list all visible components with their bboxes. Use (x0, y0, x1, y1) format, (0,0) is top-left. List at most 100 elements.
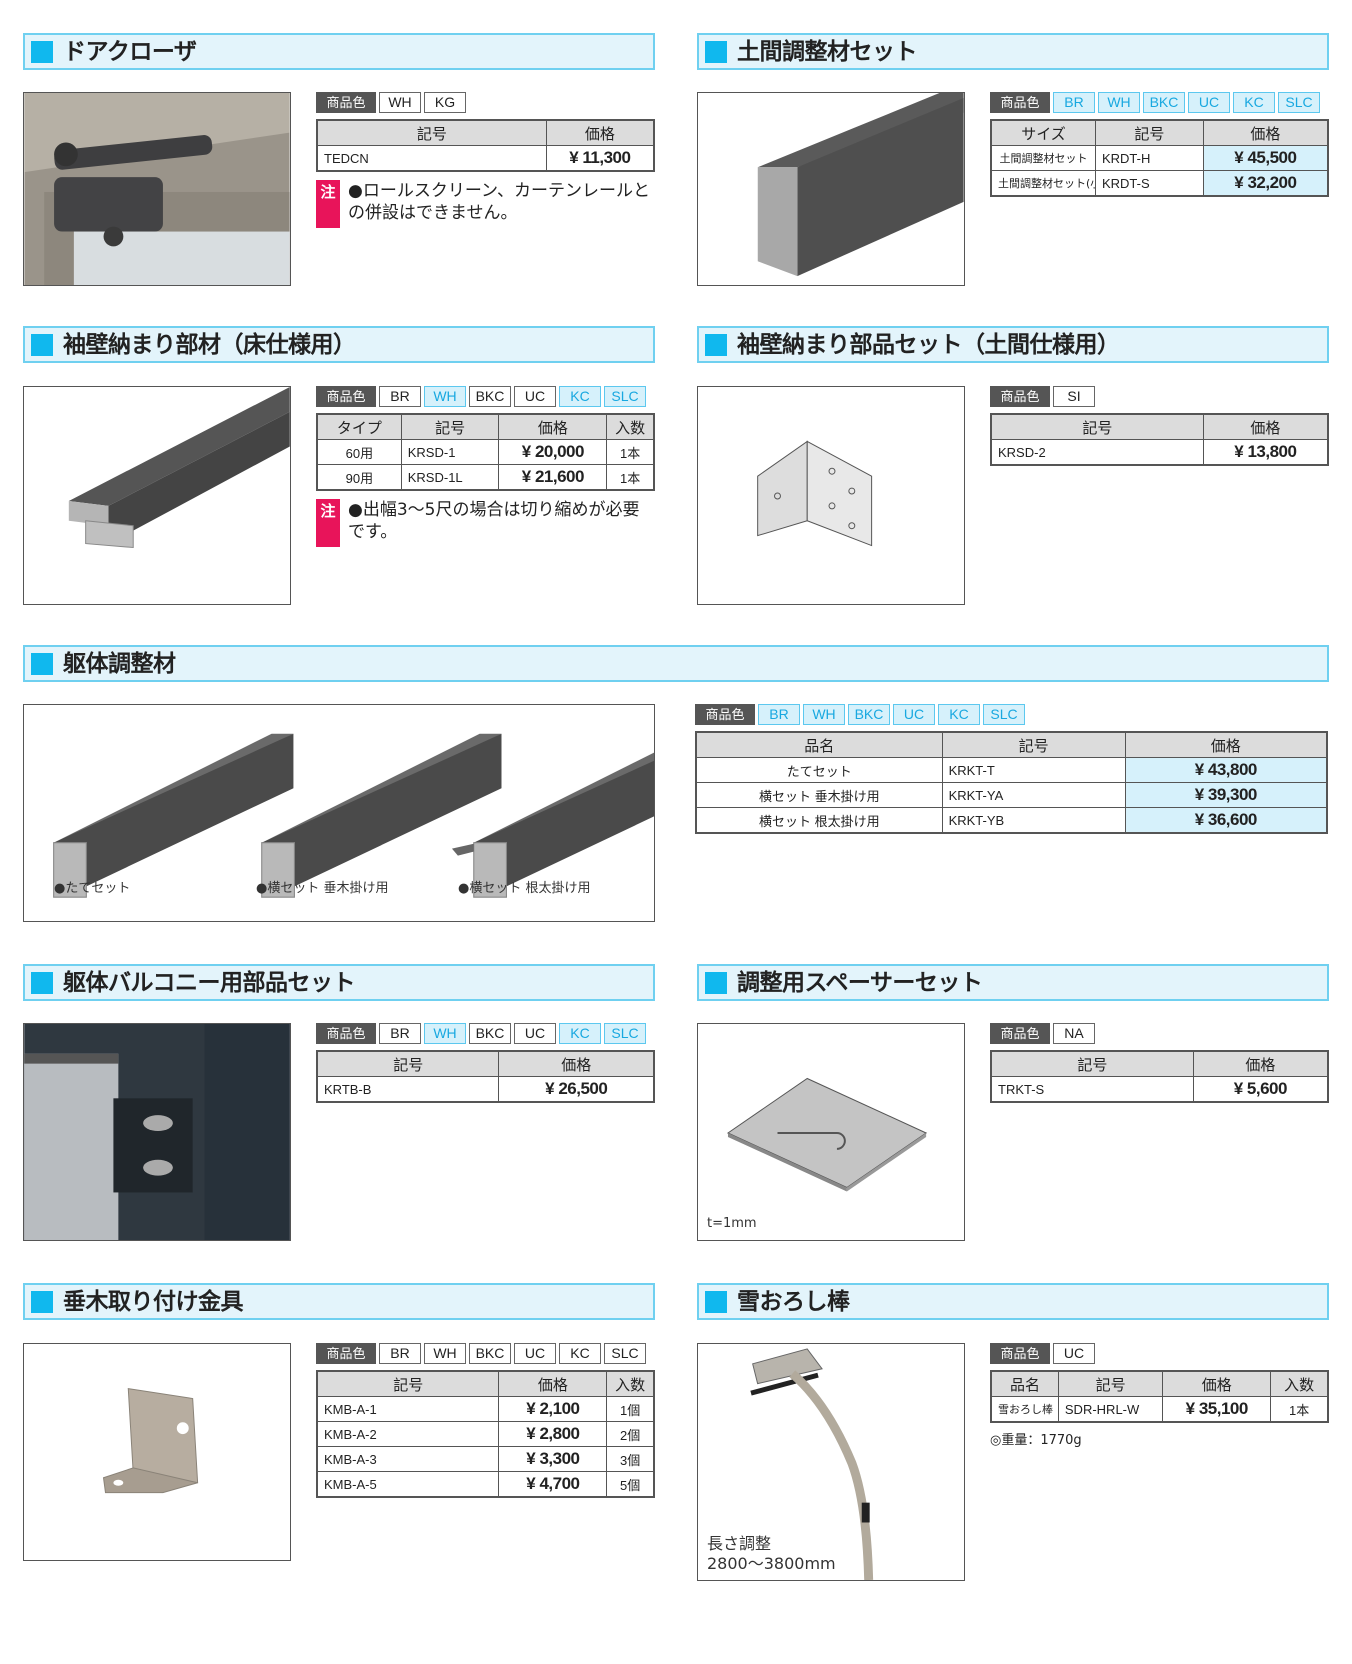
image-caption: 2800〜3800mm (707, 1554, 836, 1573)
column-header: 品名 (695, 731, 943, 758)
color-option-si[interactable]: SI (1053, 386, 1095, 407)
color-option-bkc[interactable]: BKC (848, 704, 890, 725)
color-option-kg[interactable]: KG (424, 92, 466, 113)
color-option-uc[interactable]: UC (514, 1023, 556, 1044)
color-option-bkc[interactable]: BKC (469, 1023, 511, 1044)
code-cell: KMB-A-1 (316, 1396, 500, 1422)
note-text: ●ロールスクリーン、カーテンレールとの併設はできません。 (348, 181, 650, 223)
image-caption: t=1mm (707, 1216, 757, 1231)
color-label: 商品色 (695, 704, 755, 725)
price-cell: ¥ 4,700 (498, 1471, 608, 1498)
section-header-sode-doma: 袖壁納まり部品セット（土間仕様用） (697, 326, 1329, 363)
price-cell: ¥ 36,600 (1124, 807, 1328, 834)
color-option-wh[interactable]: WH (424, 1343, 466, 1364)
column-header: 記号 (316, 119, 547, 146)
section-header-balcony: 躯体バルコニー用部品セット (23, 964, 655, 1001)
column-header: 価格 (498, 413, 608, 440)
quantity-cell: 3個 (606, 1446, 655, 1472)
color-option-wh[interactable]: WH (379, 92, 421, 113)
section-marker-icon (705, 334, 727, 356)
color-option-kc[interactable]: KC (1233, 92, 1275, 113)
section-marker-icon (31, 1291, 53, 1313)
color-option-br[interactable]: BR (379, 1023, 421, 1044)
note-text: ●出幅3〜5尺の場合は切り縮めが必要です。 (348, 500, 640, 542)
color-option-br[interactable]: BR (1053, 92, 1095, 113)
table-header-row: 記号価格 (990, 413, 1329, 440)
color-label: 商品色 (990, 1023, 1050, 1044)
color-option-kc[interactable]: KC (559, 1343, 601, 1364)
price-cell: ¥ 5,600 (1192, 1076, 1329, 1103)
color-option-na[interactable]: NA (1053, 1023, 1095, 1044)
color-option-slc[interactable]: SLC (604, 1023, 646, 1044)
column-header: 価格 (498, 1370, 608, 1397)
column-header: 価格 (1202, 413, 1329, 440)
table-header-row: サイズ記号価格 (990, 119, 1329, 146)
price-cell: ¥ 45,500 (1202, 145, 1329, 171)
color-option-br[interactable]: BR (379, 1343, 421, 1364)
code-cell: KRKT-YB (941, 807, 1126, 834)
color-option-slc[interactable]: SLC (604, 386, 646, 407)
table-row: TEDCN¥ 11,300 (316, 145, 655, 172)
code-cell: KRDT-S (1094, 170, 1204, 197)
rafter-bracket-illustration (102, 1388, 199, 1494)
color-option-uc[interactable]: UC (1053, 1343, 1095, 1364)
color-option-bkc[interactable]: BKC (469, 386, 511, 407)
kutai-profiles-illustration (53, 733, 654, 898)
table-header-row: 記号価格 (316, 1050, 655, 1077)
color-option-br[interactable]: BR (758, 704, 800, 725)
name-cell: 土間調整材セット (990, 145, 1096, 171)
quantity-cell: 1本 (606, 464, 655, 491)
color-label: 商品色 (316, 386, 376, 407)
code-cell: KMB-A-2 (316, 1421, 500, 1447)
color-option-bkc[interactable]: BKC (1143, 92, 1185, 113)
section-header-snow: 雪おろし棒 (697, 1283, 1329, 1320)
color-option-slc[interactable]: SLC (604, 1343, 646, 1364)
color-option-wh[interactable]: WH (424, 1023, 466, 1044)
code-cell: KMB-A-5 (316, 1471, 500, 1498)
price-cell: ¥ 32,200 (1202, 170, 1329, 197)
name-cell: 横セット 垂木掛け用 (695, 782, 943, 808)
color-option-uc[interactable]: UC (514, 386, 556, 407)
code-cell: TRKT-S (990, 1076, 1194, 1103)
color-option-kc[interactable]: KC (559, 386, 601, 407)
color-option-kc[interactable]: KC (559, 1023, 601, 1044)
product-image (23, 1343, 291, 1561)
color-option-wh[interactable]: WH (1098, 92, 1140, 113)
color-option-uc[interactable]: UC (1188, 92, 1230, 113)
name-cell: 土間調整材セット(小) (990, 170, 1096, 197)
color-option-bkc[interactable]: BKC (469, 1343, 511, 1364)
color-option-slc[interactable]: SLC (1278, 92, 1320, 113)
snow-rake-photo (750, 1348, 874, 1580)
code-cell: KRSD-2 (990, 439, 1204, 466)
color-option-kc[interactable]: KC (938, 704, 980, 725)
section-marker-icon (705, 972, 727, 994)
color-option-br[interactable]: BR (379, 386, 421, 407)
price-cell: ¥ 20,000 (498, 439, 608, 465)
quantity-cell: 1個 (606, 1396, 655, 1422)
color-option-uc[interactable]: UC (893, 704, 935, 725)
color-option-wh[interactable]: WH (424, 386, 466, 407)
color-option-wh[interactable]: WH (803, 704, 845, 725)
color-option-uc[interactable]: UC (514, 1343, 556, 1364)
price-cell: ¥ 39,300 (1124, 782, 1328, 808)
table-header-row: 品名記号価格入数 (990, 1370, 1329, 1397)
color-option-slc[interactable]: SLC (983, 704, 1025, 725)
